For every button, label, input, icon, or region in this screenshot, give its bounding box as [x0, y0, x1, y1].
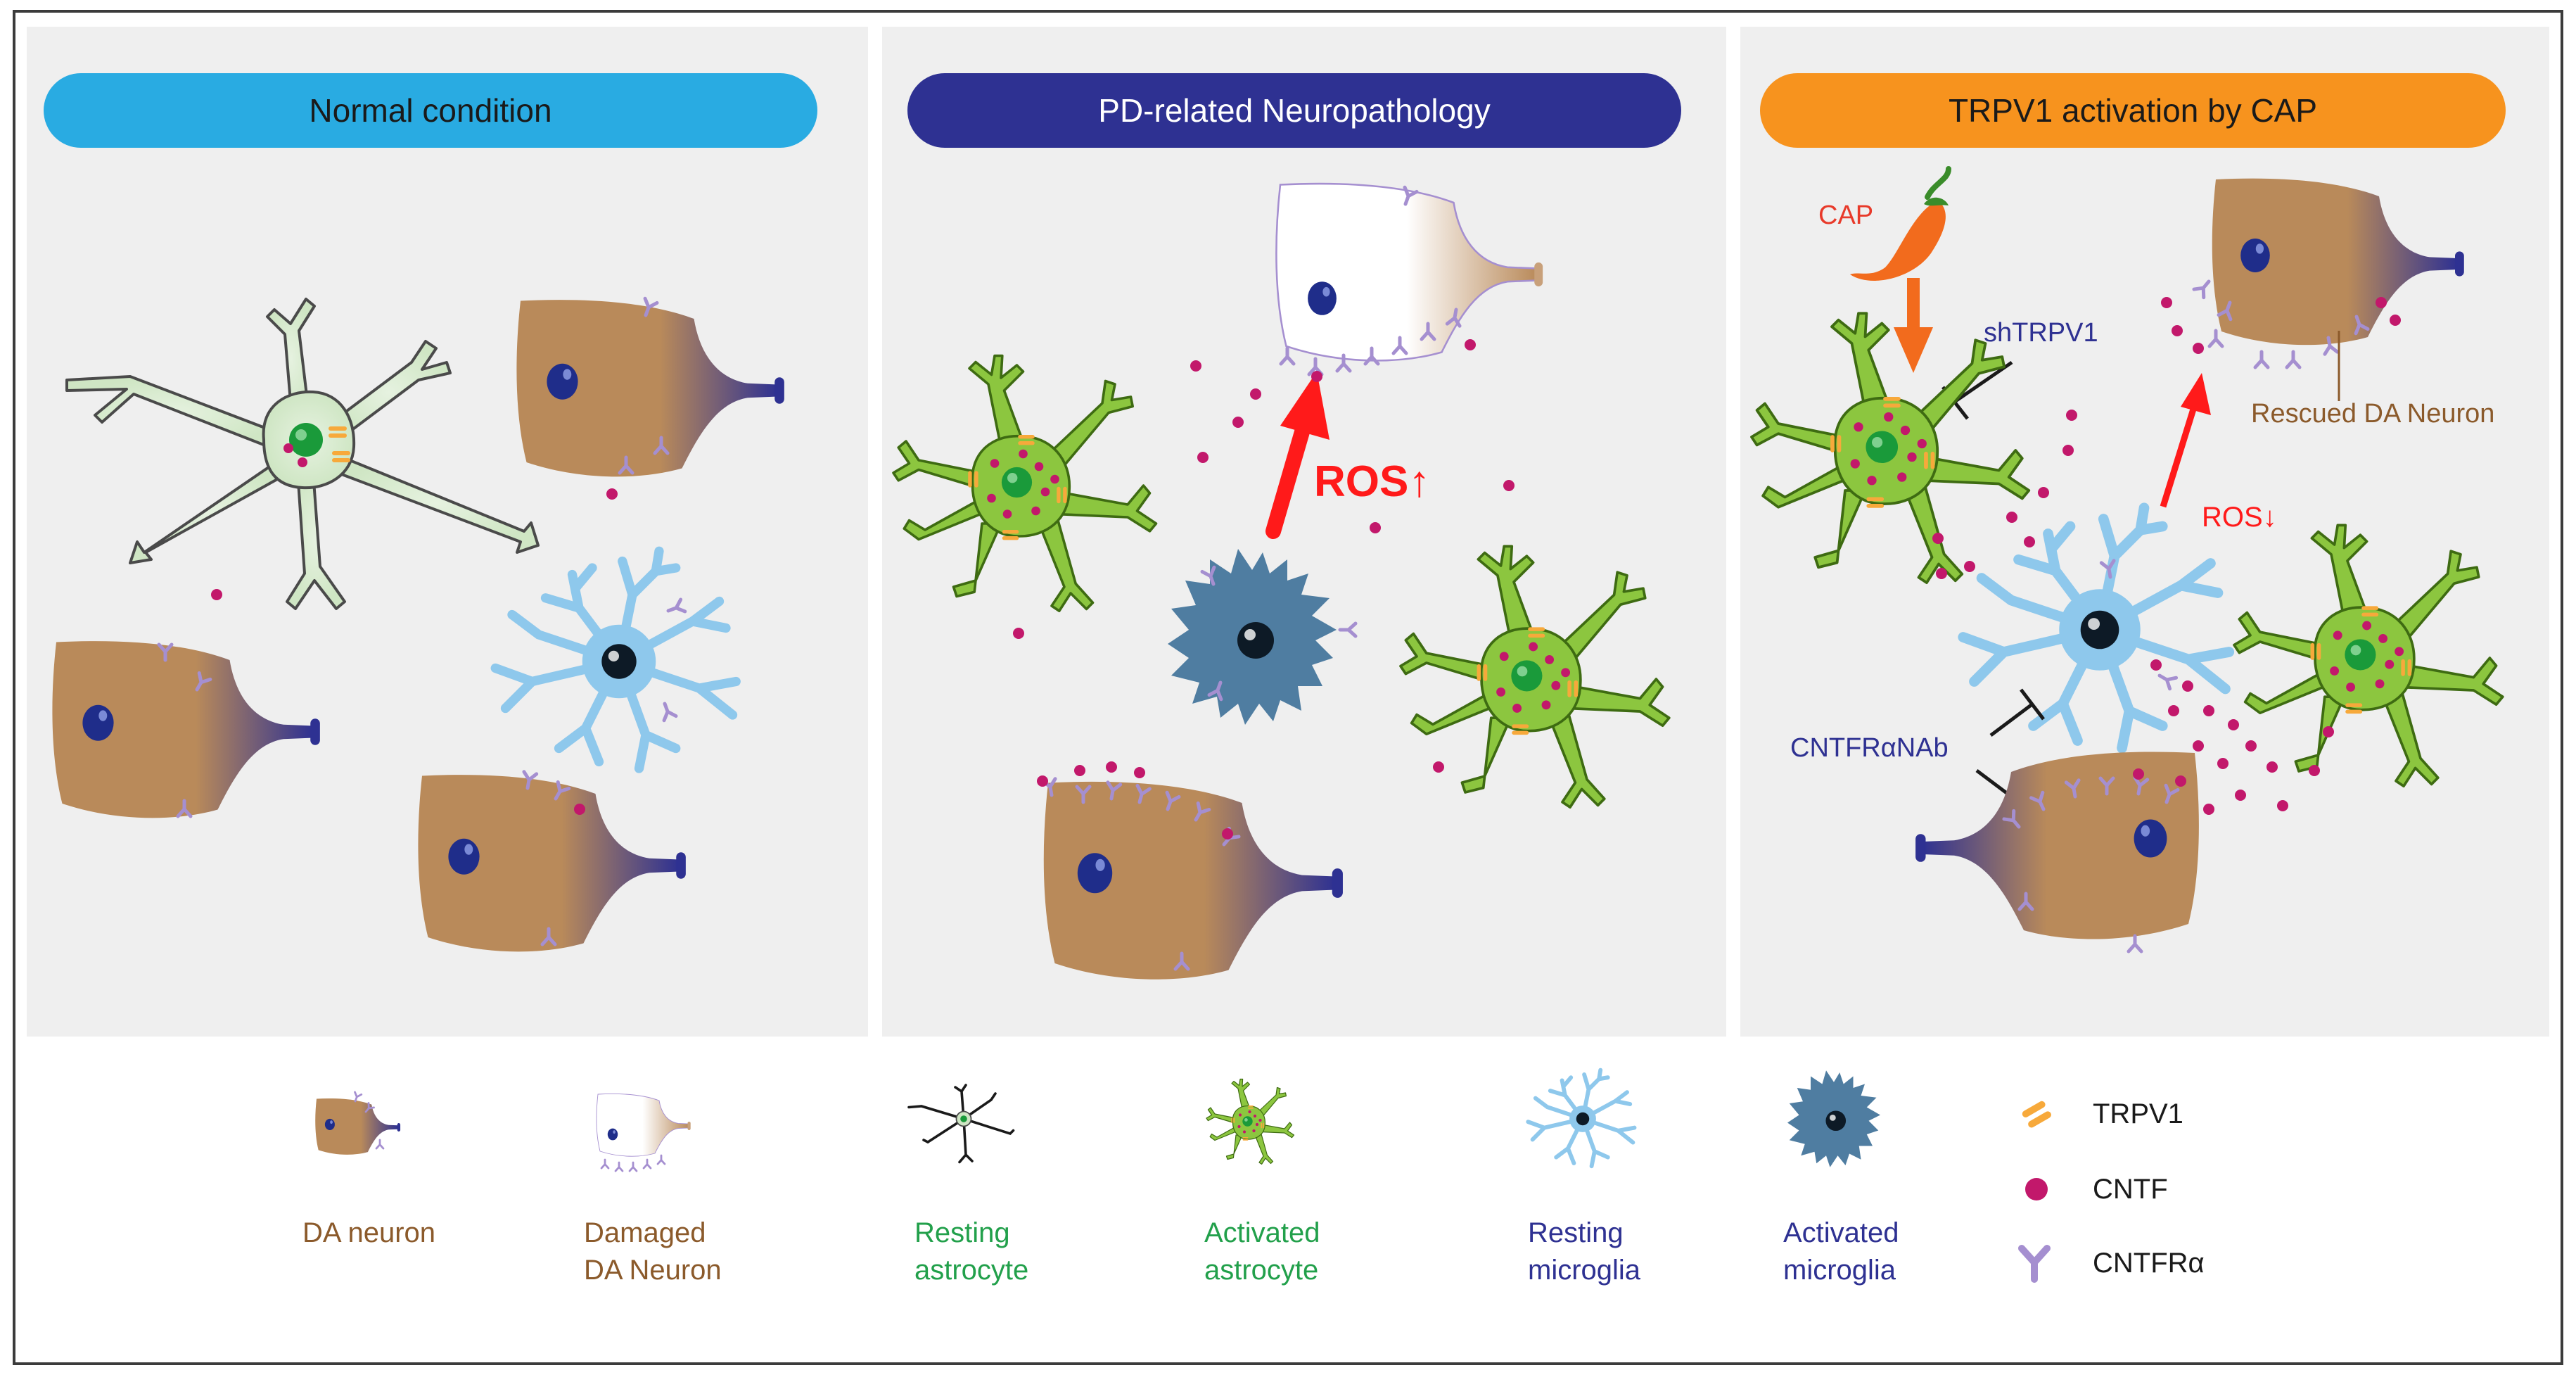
legend-da-neuron-label: DA neuron — [302, 1217, 435, 1248]
legend-resting-microglia-icon — [1528, 1070, 1634, 1167]
cntf-dots-trpv1 — [1932, 297, 2401, 815]
legend-resting-astro-line2: astrocyte — [914, 1255, 1028, 1286]
activated-astrocyte-trpv1-left — [1752, 313, 2029, 583]
legend-cntf-label: CNTF — [2093, 1174, 2168, 1205]
da-neuron-normal-top — [516, 300, 784, 477]
activated-astrocyte-pd-left — [893, 356, 1156, 612]
shtrpv1-label: shTRPV1 — [1984, 318, 2098, 348]
antibody-inhibition-microglia — [1989, 688, 2045, 737]
rescued-label: Rescued DA Neuron — [2251, 399, 2494, 429]
ros-up-arrow — [1265, 372, 1330, 539]
legend-cntf-icon — [2025, 1178, 2048, 1200]
da-neuron-trpv1-bottom — [1915, 752, 2199, 939]
ros-down-label: ROS↓ — [2202, 502, 2277, 533]
legend-damaged-line2: DA Neuron — [584, 1255, 722, 1286]
legend-trpv1-icon — [2022, 1101, 2051, 1128]
banner-normal: Normal condition — [44, 73, 817, 148]
legend-resting-micro-line1: Resting — [1528, 1217, 1624, 1248]
legend-activated-astro-line2: astrocyte — [1204, 1255, 1318, 1286]
banner-pd-title: PD-related Neuropathology — [1098, 92, 1491, 129]
legend-activated-micro-line2: microglia — [1783, 1255, 1896, 1286]
da-neuron-normal-left — [52, 641, 320, 818]
legend-activated-astro-line1: Activated — [1204, 1217, 1320, 1248]
ros-down-arrow — [2160, 373, 2211, 508]
banner-normal-title: Normal condition — [309, 92, 552, 129]
resting-microglia-trpv1 — [1963, 508, 2229, 748]
rescued-neuron — [2212, 178, 2464, 346]
legend-damaged-receptors — [600, 1154, 666, 1172]
resting-microglia-normal — [495, 551, 736, 768]
legend-activated-microglia-icon — [1787, 1070, 1880, 1167]
legend-resting-astro-line1: Resting — [914, 1217, 1010, 1248]
legend-activated-astrocyte-icon — [1206, 1079, 1294, 1165]
activated-microglia-pd — [1168, 549, 1337, 725]
da-neuron-normal-bottom — [418, 775, 686, 952]
activated-astrocyte-trpv1-right — [2234, 525, 2503, 786]
legend-cntfra-label: CNTFRα — [2093, 1248, 2205, 1279]
cap-arrow — [1894, 278, 1933, 373]
banner-trpv1: TRPV1 activation by CAP — [1760, 73, 2506, 148]
cntf-dots-pd — [1037, 339, 1515, 839]
legend-damaged-neuron-icon — [596, 1094, 691, 1157]
banner-trpv1-title: TRPV1 activation by CAP — [1948, 92, 2318, 129]
ros-up-label: ROS↑ — [1314, 457, 1430, 506]
cap-label: CAP — [1818, 201, 1873, 230]
da-neuron-pd-bottom — [1043, 781, 1343, 980]
legend-cntfra-icon — [2022, 1248, 2047, 1279]
legend-da-neuron-icon — [315, 1098, 401, 1155]
damaged-neuron-pd — [1275, 182, 1544, 362]
chili-pepper-icon — [1850, 166, 1951, 281]
legend-resting-micro-line2: microglia — [1528, 1255, 1641, 1286]
legend-damaged-line1: Damaged — [584, 1217, 706, 1248]
resting-astrocyte-normal — [65, 298, 540, 610]
legend-trpv1-label: TRPV1 — [2093, 1098, 2183, 1129]
legend-resting-astrocyte-icon — [907, 1084, 1015, 1164]
antibody-label: CNTFRαNAb — [1790, 733, 1949, 763]
legend-activated-micro-line1: Activated — [1783, 1217, 1899, 1248]
banner-pd: PD-related Neuropathology — [907, 73, 1681, 148]
